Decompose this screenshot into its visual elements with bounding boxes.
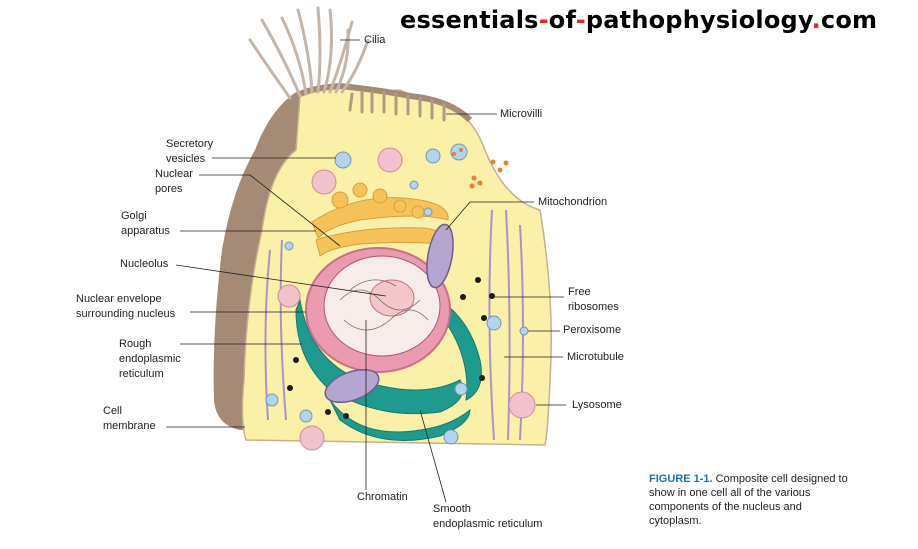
label-nucleolus: Nucleolus [120, 258, 169, 270]
figure-caption: FIGURE 1-1. Composite cell designed to s… [649, 472, 849, 528]
label-microvilli: Microvilli [500, 108, 543, 120]
free-ribosome-shapes [287, 277, 495, 419]
label-peroxisome: Peroxisome [563, 324, 622, 336]
nucleolus-shape [369, 279, 415, 317]
label-golgi-apparatus: Golgi apparatus [121, 210, 170, 237]
watermark-part2: of [548, 6, 576, 34]
label-chromatin: Chromatin [357, 491, 408, 503]
label-cilia: Cilia [364, 34, 386, 46]
figure-number: FIGURE 1-1. [649, 473, 713, 485]
label-nuclear-pores: Nuclear pores [155, 168, 193, 195]
watermark-dash2: - [575, 6, 586, 34]
lysosome-shapes [277, 147, 536, 451]
label-mitochondrion: Mitochondrion [538, 196, 608, 208]
label-nuclear-envelope: Nuclear envelope surrounding nucleus [76, 293, 176, 320]
watermark-dash1: - [538, 6, 549, 34]
peroxisome-shapes [265, 143, 529, 445]
secretory-granule-shapes [452, 148, 509, 189]
label-cell-membrane: Cell membrane [103, 405, 156, 432]
caption-text: Composite cell designed to show in one c… [649, 473, 848, 527]
watermark-part1: essentials [400, 6, 539, 34]
cilia-shapes [248, 6, 370, 100]
watermark-part4: com [820, 6, 878, 34]
site-watermark: essentials-of-pathophysiology.com [400, 6, 877, 34]
watermark-part3: pathophysiology [585, 6, 812, 34]
label-free-ribosomes: Free ribosomes [568, 286, 619, 313]
watermark-dot: . [811, 6, 821, 34]
label-secretory-vesicles: Secretory vesicles [166, 138, 214, 165]
label-rough-er: Rough endoplasmic reticulum [119, 338, 181, 380]
label-smooth-er: Smooth endoplasmic reticulum [433, 503, 543, 530]
label-microtubule: Microtubule [567, 351, 624, 363]
microvilli-shapes [348, 90, 446, 122]
mitochondrion-shapes [324, 223, 454, 404]
label-lysosome: Lysosome [572, 399, 622, 411]
